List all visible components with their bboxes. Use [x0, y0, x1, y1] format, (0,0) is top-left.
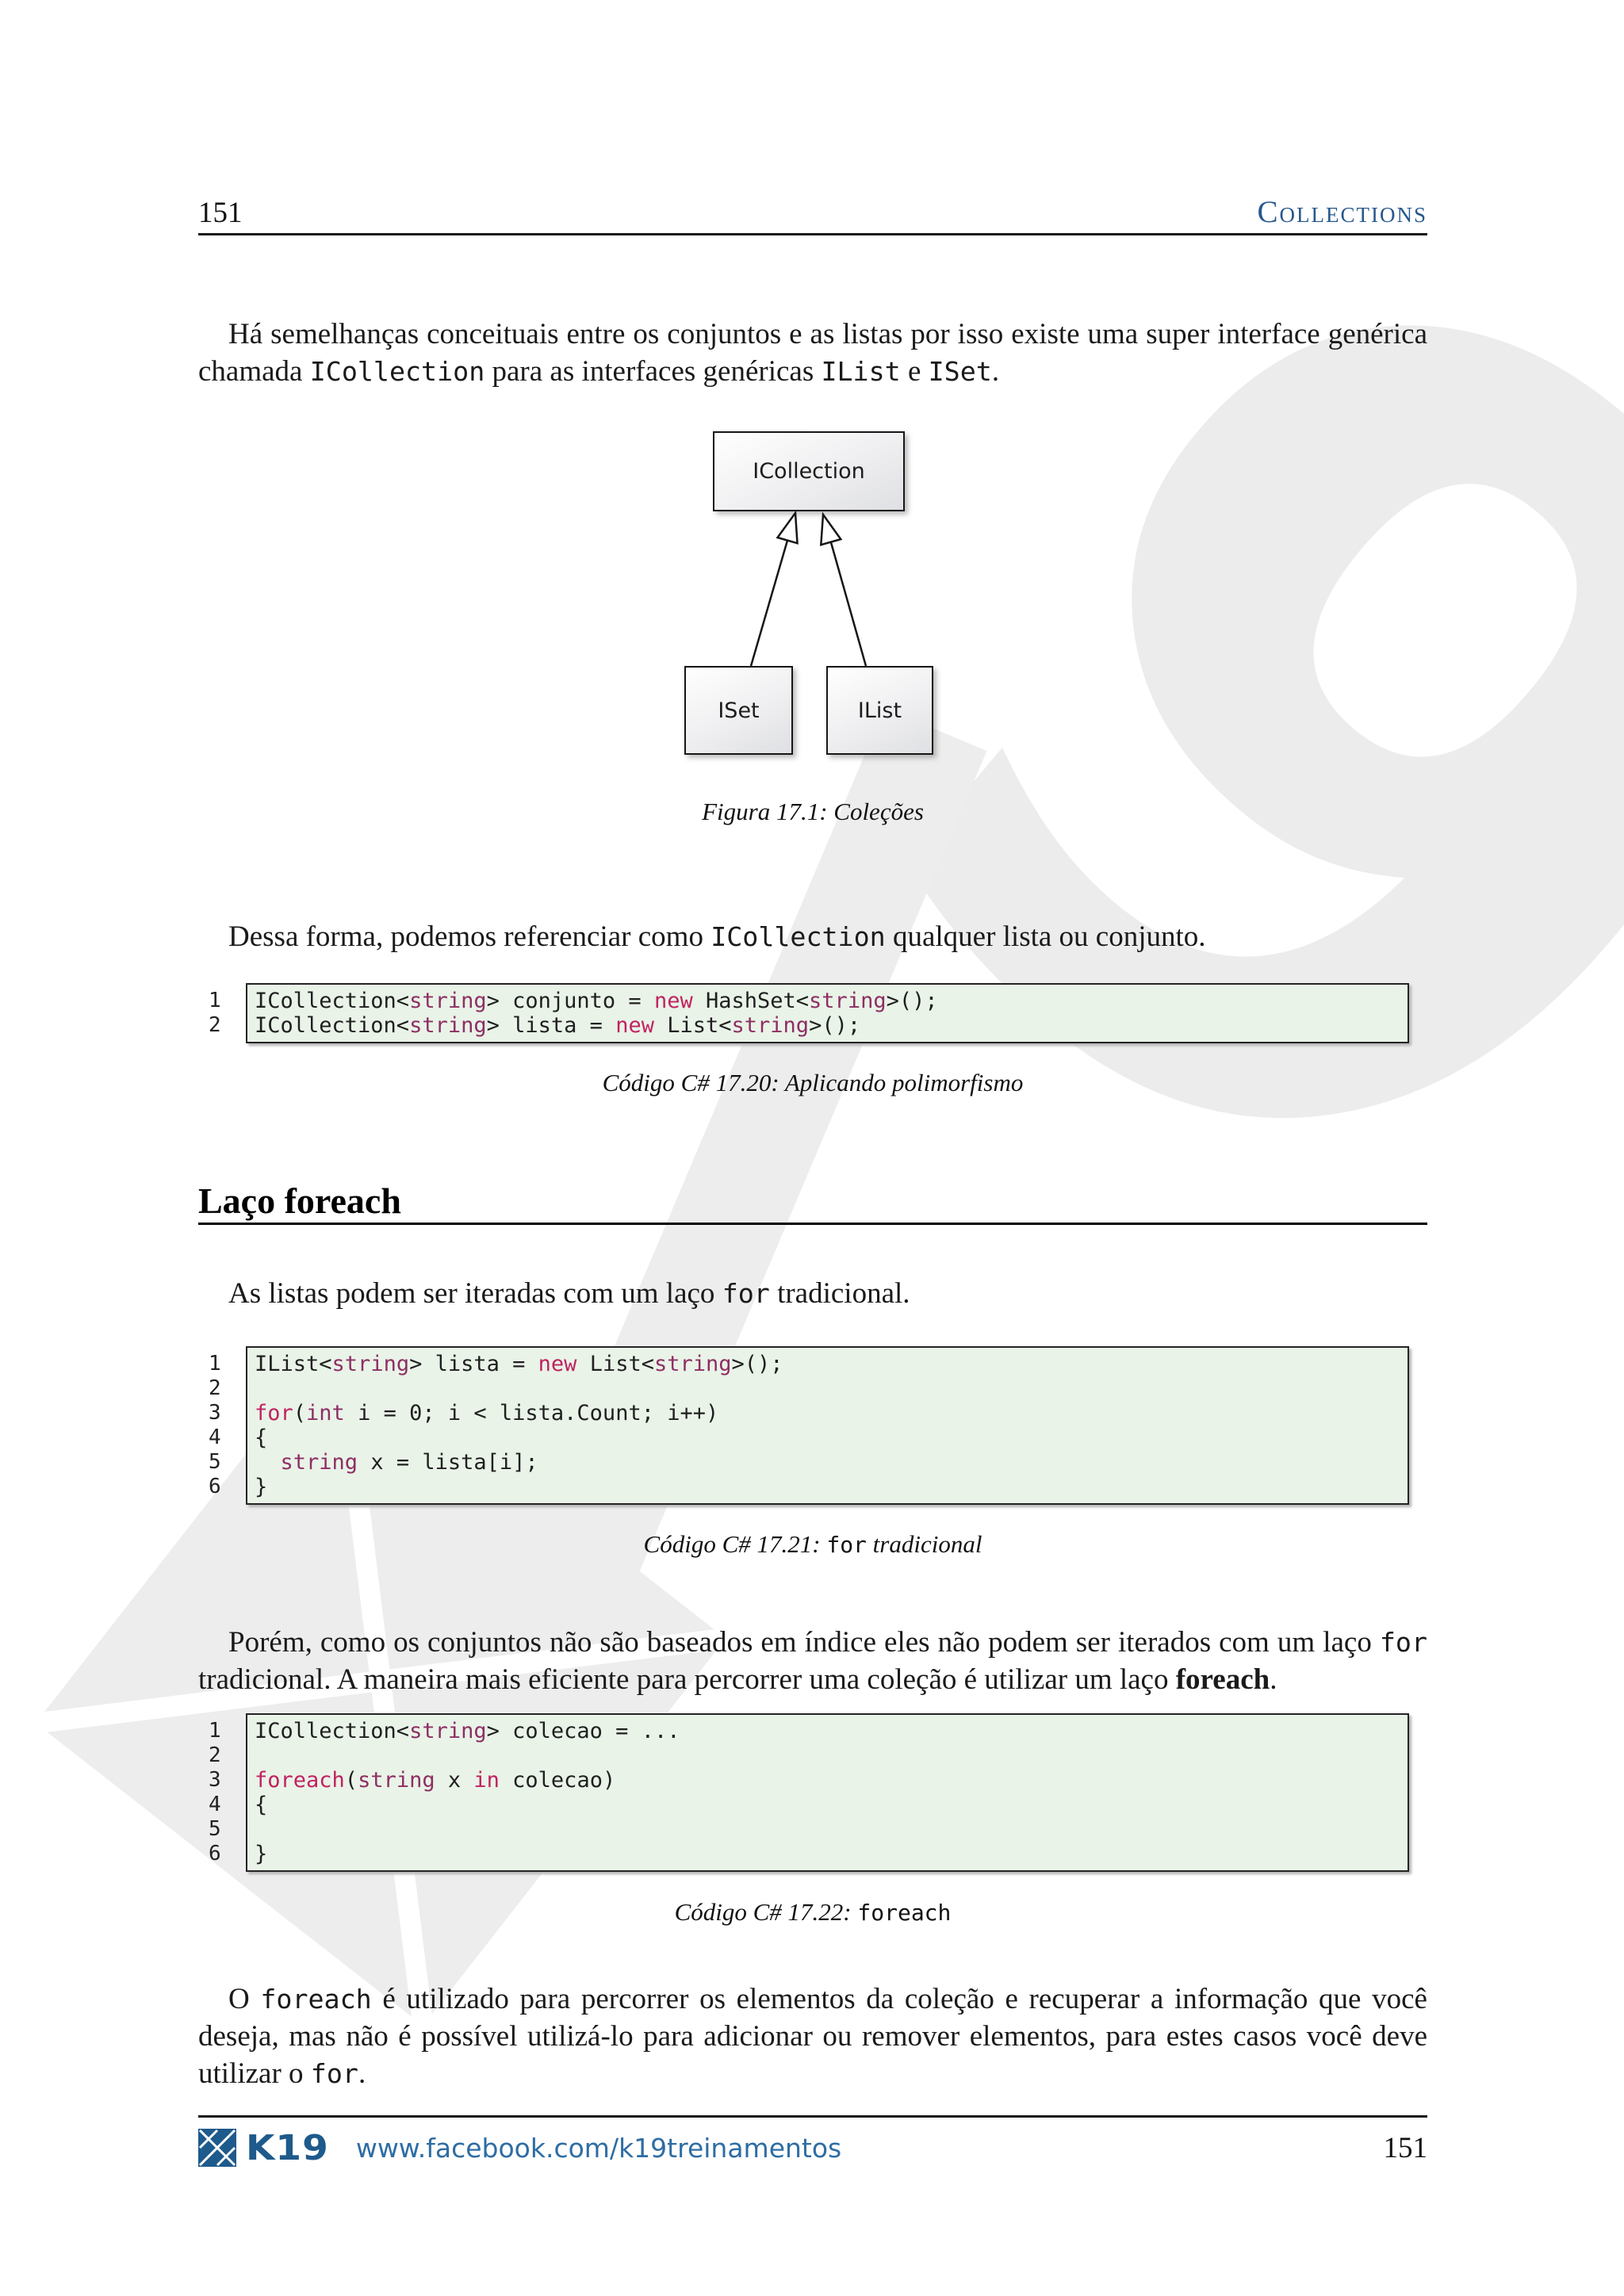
k19-logo-icon: [198, 2129, 236, 2167]
page-footer: K19 www.facebook.com/k19treinamentos 151: [198, 2115, 1427, 2167]
header-page-number: 151: [198, 197, 243, 229]
code-line: string x = lista[i];: [280, 1450, 538, 1475]
line-number: 1: [209, 989, 221, 1012]
code-line: ICollection<string> conjunto = new HashS…: [255, 989, 938, 1013]
code-line: }: [255, 1842, 268, 1866]
uml-node-icollection: ICollection: [713, 431, 905, 511]
facebook-url[interactable]: www.facebook.com/k19treinamentos: [355, 2132, 842, 2164]
uml-node-ilist: IList: [826, 666, 933, 755]
footer-page-number: 151: [1383, 2131, 1428, 2164]
code-line: ICollection<string> lista = new List<str…: [255, 1013, 861, 1038]
code-caption-1722: Código C# 17.22: foreach: [674, 1898, 952, 1926]
line-number: 3: [209, 1768, 221, 1792]
uml-node-label: ISet: [718, 698, 760, 723]
body-paragraph: Porém, como os conjuntos não são baseado…: [198, 1626, 1427, 1696]
body-paragraph: Dessa forma, podemos referenciar como IC…: [228, 920, 1206, 953]
line-number: 6: [209, 1475, 221, 1498]
line-number: 2: [209, 1743, 221, 1767]
line-number: 1: [209, 1719, 221, 1743]
body-paragraph: O foreach é utilizado para percorrer os …: [198, 1983, 1427, 2090]
line-number: 2: [209, 1013, 221, 1037]
figure-caption: Figura 17.1: Coleções: [702, 798, 924, 825]
uml-inheritance-arrows: [749, 510, 868, 667]
code-line: [255, 1743, 1403, 1768]
page-header: 151 Collections: [198, 187, 1427, 235]
code-line: foreach(string x in colecao): [255, 1768, 616, 1793]
code-line: IList<string> lista = new List<string>()…: [255, 1352, 783, 1376]
code-caption-1721: Código C# 17.21: for tradicional: [643, 1530, 982, 1558]
line-number: 3: [209, 1401, 221, 1425]
line-number: 6: [209, 1842, 221, 1866]
code-lines: ICollection<string> conjunto = new HashS…: [246, 983, 1409, 1043]
intro-paragraph: Há semelhanças conceituais entre os conj…: [198, 318, 1427, 388]
line-number: 4: [209, 1793, 221, 1816]
code-line: ICollection<string> colecao = ...: [255, 1719, 680, 1743]
chapter-title: Collections: [1257, 195, 1427, 229]
body-paragraph: As listas podem ser iteradas com um laço…: [228, 1277, 910, 1310]
code-line: [255, 1376, 1403, 1401]
code-line: {: [255, 1425, 268, 1450]
section-heading: Laço foreach: [198, 1181, 1427, 1225]
line-number: 5: [209, 1817, 221, 1841]
code-caption-1720: Código C# 17.20: Aplicando polimorfismo: [602, 1069, 1024, 1096]
code-line: [255, 1817, 1403, 1842]
code-line: }: [255, 1475, 268, 1499]
uml-node-label: ICollection: [753, 459, 865, 484]
k19-logo-text: K19: [246, 2127, 329, 2168]
line-number: 2: [209, 1376, 221, 1400]
uml-node-iset: ISet: [684, 666, 793, 755]
code-lines: ICollection<string> colecao = ... foreac…: [246, 1713, 1409, 1872]
code-lines: IList<string> lista = new List<string>()…: [246, 1346, 1409, 1505]
line-number: 1: [209, 1352, 221, 1376]
line-number: 5: [209, 1450, 221, 1474]
uml-node-label: IList: [857, 698, 902, 723]
code-line: for(int i = 0; i < lista.Count; i++): [255, 1401, 719, 1425]
line-number: 4: [209, 1425, 221, 1449]
code-line: {: [255, 1793, 268, 1817]
